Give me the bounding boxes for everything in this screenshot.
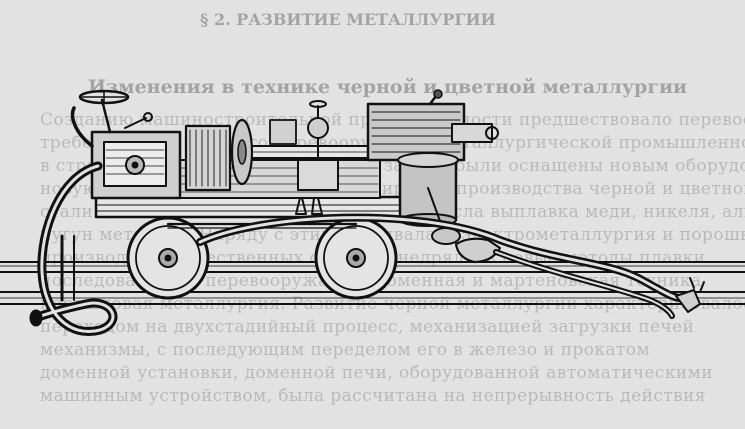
show-through-line: машинным устройством, была рассчитана на… — [40, 386, 706, 406]
show-through-line: доменной установки, доменной печи, обору… — [40, 363, 713, 383]
cutting-head — [366, 89, 502, 264]
wheel-right — [314, 216, 398, 300]
wheel-left — [126, 216, 210, 300]
hose-right — [196, 213, 705, 319]
show-through-line: переходом на двухстадийный процесс, меха… — [40, 317, 695, 337]
show-through-line: чугун металлы). Наряду с этим развивалас… — [40, 225, 745, 245]
show-through-subheading: Изменения в технике черной и цветной мет… — [88, 76, 688, 98]
hose-left — [29, 106, 118, 336]
show-through-section-heading: § 2. РАЗВИТИЕ МЕТАЛЛУРГИИ — [200, 10, 496, 29]
show-through-line: механизмы, с последующим переделом его в… — [40, 340, 650, 360]
frame-bracket — [295, 197, 323, 215]
motor-housing — [78, 89, 182, 200]
gear-train — [184, 100, 373, 192]
